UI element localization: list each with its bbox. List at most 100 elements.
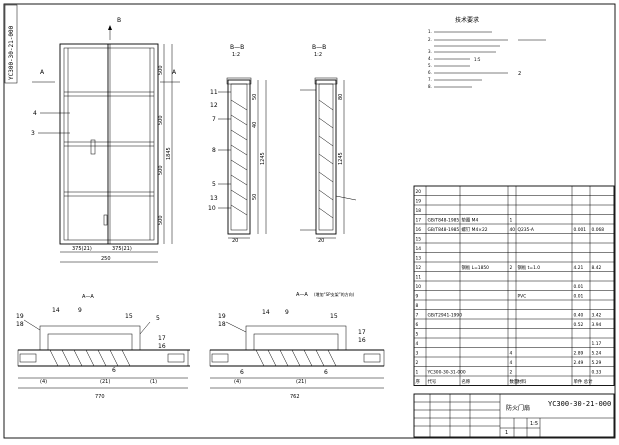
title-scale: 1:5 — [530, 421, 538, 427]
bb-dim-50a: 50 — [252, 94, 258, 100]
bom-cell-no: 20 — [416, 189, 422, 195]
aal-b-5: 5 — [156, 315, 160, 322]
arrow-a-label-left: A — [40, 69, 45, 76]
bb-balloon-7: 7 — [212, 116, 216, 123]
bom-cell-w2: 5.29 — [592, 360, 602, 366]
bom-cell-no: 19 — [416, 199, 422, 205]
bb-left-scale: 1:2 — [232, 52, 240, 58]
bom-cell-no: 17 — [416, 218, 422, 224]
aal-b-18: 18 — [16, 321, 24, 328]
fv-dim-h1: 500 — [158, 65, 164, 75]
bb-right-scale: 1:2 — [314, 52, 322, 58]
bom-cell-w1: 0.01 — [574, 294, 584, 300]
bbr-dim-1245: 1245 — [338, 152, 344, 165]
bom-cell-no: 4 — [416, 341, 419, 347]
aa-right-note: (增加“SP支架”的方向) — [314, 291, 355, 297]
drawing-border — [3, 3, 616, 439]
fv-dim-right: 375(21) — [112, 246, 132, 252]
notes-lines: 1. 2. 3. 4. 1:5 5. 6. 2 7. 8. — [428, 29, 546, 89]
aar-b-18: 18 — [218, 321, 226, 328]
front-view: B A A 4 3 500 500 500 — [31, 17, 180, 263]
bb-balloon-12: 12 — [210, 102, 218, 109]
aar-b-14: 14 — [262, 309, 270, 316]
arrow-b-label: B — [117, 17, 121, 24]
aar-b-16: 16 — [358, 337, 366, 344]
title-drawing-no: YC300-30-21-000 — [548, 400, 611, 408]
bom-cell-w2: 0.33 — [592, 370, 602, 376]
aar-b-19: 19 — [218, 313, 226, 320]
bom-cell-w2: 0.068 — [592, 227, 605, 233]
fv-dim-h2: 500 — [158, 115, 164, 125]
aal-dim-1: (1) — [150, 379, 157, 385]
bom-cell-qty: 2 — [510, 265, 513, 271]
aal-dim-4: (4) — [40, 379, 47, 385]
fv-balloon-4: 4 — [33, 110, 37, 117]
svg-text:4.: 4. — [428, 56, 432, 61]
fv-dim-left: 375(21) — [72, 246, 92, 252]
fv-dim-total: 1845 — [166, 147, 172, 160]
bom-cell-w2: 3.94 — [592, 322, 602, 328]
bom-cell-w2: 8.42 — [592, 265, 602, 271]
title-block: 防火门扇 1:5 1 YC300-30-21-000 — [413, 393, 615, 438]
bom-cell-mat: 钢板 t=1.0 — [518, 264, 541, 271]
aar-b-9: 9 — [285, 309, 289, 316]
notes-scale: 1:5 — [474, 57, 481, 62]
aal-b-9: 9 — [78, 307, 82, 314]
bom-cell-qty: 4 — [510, 351, 513, 357]
bom-cell-no: 5 — [416, 332, 419, 338]
section-bb-left: B—B 1:2 11 7 8 5 10 12 13 12 — [208, 44, 267, 244]
notes-item-num: 2 — [518, 71, 521, 77]
aar-dim-762: 762 — [290, 394, 300, 400]
section-bb-right: B—B 1:2 1245 80 20 — [300, 44, 357, 244]
svg-text:7.: 7. — [428, 77, 432, 82]
bom-cell-mat: PVC — [518, 294, 527, 300]
arrow-a-label-right: A — [172, 69, 177, 76]
aa-left-title: A—A — [82, 294, 94, 300]
bom-cell-no: 6 — [416, 322, 419, 328]
bb-balloon-13: 13 — [210, 195, 218, 202]
aar-b-15: 15 — [330, 313, 338, 320]
bb-balloon-10: 10 — [208, 205, 216, 212]
svg-text:8.: 8. — [428, 84, 432, 89]
aar-b-6b: 6 — [324, 369, 328, 376]
title-product: 防火门扇 — [506, 404, 530, 412]
bom-cell-qty: 40 — [510, 227, 516, 233]
bb-balloon-11: 11 — [210, 89, 218, 96]
bom-header-w: 单件 总计 — [574, 378, 594, 385]
bom-cell-w2: 3.42 — [592, 313, 602, 319]
bom-cell-code: GB/T848-1985 — [428, 218, 460, 224]
bb-dim-20: 20 — [232, 238, 238, 244]
aal-dim-21: (21) — [100, 379, 110, 385]
aar-b-17: 17 — [358, 329, 366, 336]
aal-dim-770: 770 — [95, 394, 105, 400]
plan-aa-right: A—A (增加“SP支架”的方向) 19 18 14 9 15 17 16 6 … — [209, 291, 385, 400]
bom-cell-w1: 4.21 — [574, 265, 584, 271]
plan-aa-left: A—A 19 18 14 9 15 5 17 16 6 (4) — [16, 294, 190, 400]
bbr-dim-20: 20 — [318, 238, 324, 244]
bom-frame — [413, 185, 615, 386]
bom-cell-qty: 2 — [510, 370, 513, 376]
bom-cell-mat: Q235-A — [518, 227, 534, 233]
aar-b-6a: 6 — [240, 369, 244, 376]
bb-dim-40a: 40 — [252, 122, 258, 128]
notes-title: 技术要求 — [455, 16, 479, 24]
bb-balloon-8: 8 — [212, 147, 216, 154]
title-sheet: 1 — [505, 430, 508, 436]
bom-cell-no: 2 — [416, 360, 419, 366]
bom-cell-no: 7 — [416, 313, 419, 319]
bom-cell-name: 钢板 L=1850 — [462, 264, 490, 271]
bom-cell-no: 3 — [416, 351, 419, 357]
bom-header-mat: 材料 — [518, 378, 527, 385]
bom-cell-no: 1 — [416, 370, 419, 376]
bom-cell-name: 螺钉 M4×22 — [462, 226, 488, 233]
bom-cell-w1: 2.89 — [574, 351, 584, 357]
aal-b-17: 17 — [158, 335, 166, 342]
bom-cell-w1: 0.001 — [574, 227, 587, 233]
aal-b-6: 6 — [112, 367, 116, 374]
bom-cell-qty: 4 — [510, 360, 513, 366]
fv-balloon-3: 3 — [31, 130, 35, 137]
bb-left-hatch — [230, 99, 248, 216]
bom-cell-no: 11 — [416, 275, 422, 281]
